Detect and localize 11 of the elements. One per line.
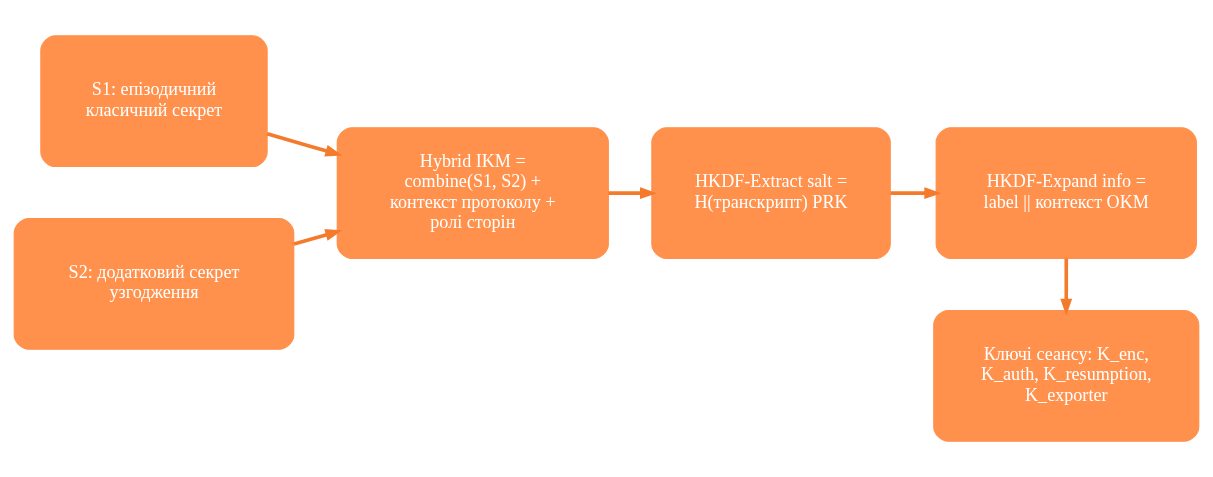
arrow (293, 229, 343, 246)
arrow (890, 187, 942, 200)
node-box: Hybrid IKM = combine(S1, S2) + контекст протоколу + ролі сторін (336, 127, 609, 260)
arrow (608, 187, 657, 200)
node-box: HKDF-Expand info = label || контекст OKM (935, 127, 1197, 260)
node-box: Ключі сеансу: K_enc, K_auth, K_resumption, K_exporter (933, 309, 1200, 442)
arrow (266, 131, 343, 157)
node-box: S2: додатковий секрет узгодження (13, 217, 295, 350)
arrow (1060, 258, 1073, 316)
node-box: S1: епізодичний класичний секрет (40, 35, 268, 168)
node-box: HKDF-Extract salt = H(транскрипт) PRK (651, 127, 891, 260)
